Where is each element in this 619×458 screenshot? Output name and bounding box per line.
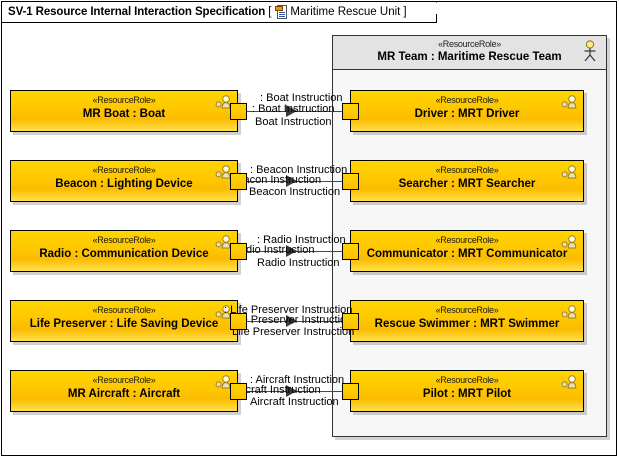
role-box-rescue-swimmer[interactable]: «ResourceRole» Rescue Swimmer : MRT Swim… [350,300,584,342]
team-header: «ResourceRole» MR Team : Maritime Rescue… [333,36,606,70]
port-radio[interactable] [230,243,247,260]
connector-label-aircraft: Aircraft Instruction [232,384,321,396]
page-title: SV-1 Resource Internal Interaction Speci… [8,6,266,18]
role-box-life-preserver[interactable]: «ResourceRole» Life Preserver : Life Sav… [10,300,238,342]
connector-arrow-life-preserver [286,315,297,327]
role-name: Life Preserver : Life Saving Device [29,318,219,330]
port-label-boat: : Boat Instruction [260,92,343,104]
resource-role-icon [561,235,577,249]
port-pilot[interactable] [342,383,359,400]
port-label-aircraft: : Aircraft Instruction [250,374,345,386]
connector-label-radio: Radio Instruction [232,244,315,256]
role-name: Radio : Communication Device [39,248,209,260]
role-stereotype: «ResourceRole» [92,235,156,245]
resource-role-icon [215,375,231,389]
team-stereotype: «ResourceRole» [438,39,501,49]
role-stereotype: «ResourceRole» [92,305,156,315]
role-box-radio[interactable]: «ResourceRole» Radio : Communication Dev… [10,230,238,272]
connector-label-boat: : Boat Instruction [252,103,335,115]
port-communicator[interactable] [342,243,359,260]
role-name: MR Boat : Boat [82,108,166,120]
role-stereotype: «ResourceRole» [92,375,156,385]
role-name: MR Aircraft : Aircraft [67,388,181,400]
team-name: MR Team : Maritime Rescue Team [377,51,562,63]
role-name: Driver : MRT Driver [414,108,520,120]
port-life-preserver[interactable] [230,313,247,330]
connector-arrow-beacon [286,175,297,187]
interface-label-radio: Radio Instruction [257,257,340,269]
role-name: Searcher : MRT Searcher [398,178,536,190]
interface-label-beacon: Beacon Instruction [249,186,341,198]
connector-arrow-radio [286,245,297,257]
port-rescue-swimmer[interactable] [342,313,359,330]
resource-role-icon [215,95,231,109]
actor-icon [584,40,596,62]
resource-role-icon [561,375,577,389]
port-label-radio: : Radio Instruction [257,234,346,246]
port-mr-aircraft[interactable] [230,383,247,400]
port-searcher[interactable] [342,173,359,190]
port-label-life-preserver: : Life Preserver Instruction [224,304,353,316]
role-box-searcher[interactable]: «ResourceRole» Searcher : MRT Searcher [350,160,584,202]
resource-role-icon [215,235,231,249]
document-icon [275,5,288,19]
connector-arrow-aircraft [286,385,297,397]
role-stereotype: «ResourceRole» [435,235,499,245]
interface-label-boat: Boat Instruction [255,116,332,128]
role-box-communicator[interactable]: «ResourceRole» Communicator : MRT Commun… [350,230,584,272]
role-stereotype: «ResourceRole» [435,95,499,105]
role-stereotype: «ResourceRole» [92,95,156,105]
diagram-subject: Maritime Rescue Unit [290,6,401,18]
resource-role-icon [561,95,577,109]
role-stereotype: «ResourceRole» [435,165,499,175]
role-box-driver[interactable]: «ResourceRole» Driver : MRT Driver [350,90,584,132]
role-stereotype: «ResourceRole» [92,165,156,175]
connector-label-life-preserver: Life Preserver Instruction [230,314,353,326]
role-stereotype: «ResourceRole» [435,375,499,385]
role-box-beacon[interactable]: «ResourceRole» Beacon : Lighting Device [10,160,238,202]
resource-role-icon [561,305,577,319]
port-label-beacon: : Beacon Instruction [250,164,348,176]
connector-arrow-boat [286,105,297,117]
role-box-pilot[interactable]: «ResourceRole» Pilot : MRT Pilot [350,370,584,412]
role-stereotype: «ResourceRole» [435,305,499,315]
role-name: Rescue Swimmer : MRT Swimmer [374,318,560,330]
bracket-close: ] [403,6,407,18]
diagram-title-banner: SV-1 Resource Internal Interaction Speci… [2,2,437,23]
interface-label-life-preserver: Life Preserver Instruction [232,326,355,338]
role-box-mr-boat[interactable]: «ResourceRole» MR Boat : Boat [10,90,238,132]
connector-label-beacon: Beacon Instruction [230,174,322,186]
interface-label-aircraft: Aircraft Instruction [250,396,339,408]
role-name: Pilot : MRT Pilot [422,388,512,400]
resource-role-icon [215,305,231,319]
port-beacon[interactable] [230,173,247,190]
port-mr-boat[interactable] [230,103,247,120]
resource-role-icon [215,165,231,179]
role-box-mr-aircraft[interactable]: «ResourceRole» MR Aircraft : Aircraft [10,370,238,412]
bracket-open: [ [268,6,272,18]
role-name: Beacon : Lighting Device [55,178,193,190]
port-driver[interactable] [342,103,359,120]
role-name: Communicator : MRT Communicator [366,248,568,260]
resource-role-icon [561,165,577,179]
